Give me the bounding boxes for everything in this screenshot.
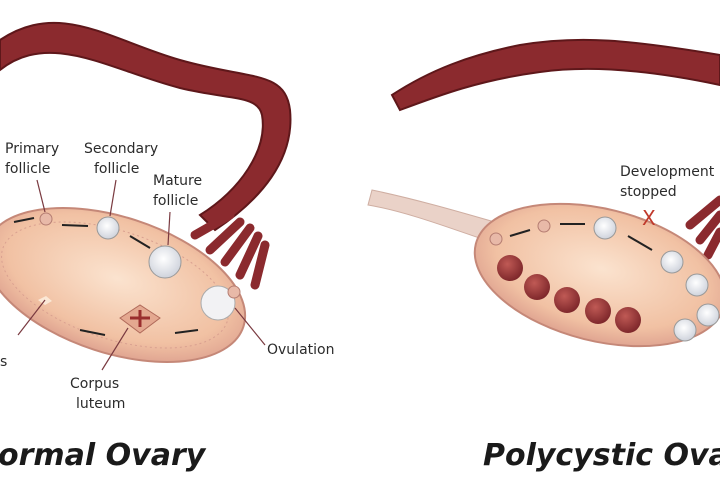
ovulation-label: Ovulation (267, 342, 334, 358)
ovulating-follicle (200, 285, 236, 321)
primary-follicle-label-2: follicle (5, 161, 50, 177)
polycystic-ovary-group: Development stopped X Polycystic Ovary (367, 38, 720, 473)
normal-ovary-group: Primary follicle Secondary follicle Matu… (0, 21, 334, 473)
normal-ovary-title: ormal Ovary (0, 438, 207, 473)
cycle-arrows (13, 217, 199, 336)
secondary-follicle-label-2: follicle (94, 161, 139, 177)
corpus-luteum-label-2: luteum (76, 396, 125, 412)
mature-follicle (148, 245, 182, 279)
fallopian-tube (0, 21, 292, 232)
development-stopped-label-2: stopped (620, 184, 677, 200)
normal-ovary (0, 207, 247, 363)
corpus-luteum-label: Corpus (70, 376, 119, 392)
corpus-albicans-label-partial: s (0, 354, 7, 370)
stopped-x-mark: X (642, 206, 656, 230)
mature-follicle-label: Mature (153, 173, 202, 189)
secondary-follicle-label: Secondary (84, 141, 158, 157)
fallopian-tube-right (390, 38, 720, 112)
secondary-follicle (96, 216, 120, 240)
fimbriae (190, 210, 270, 290)
primary-follicle-label: Primary (5, 141, 59, 157)
mature-follicle-label-2: follicle (153, 193, 198, 209)
follicle-cysts (497, 255, 641, 333)
development-stopped-label: Development (620, 164, 715, 180)
fimbriae-right (685, 195, 720, 260)
polycystic-ovary-title: Polycystic Ovary (483, 438, 720, 473)
arrested-follicles (593, 216, 720, 342)
polycystic-ovary (473, 202, 720, 348)
primary-follicle (39, 212, 53, 226)
